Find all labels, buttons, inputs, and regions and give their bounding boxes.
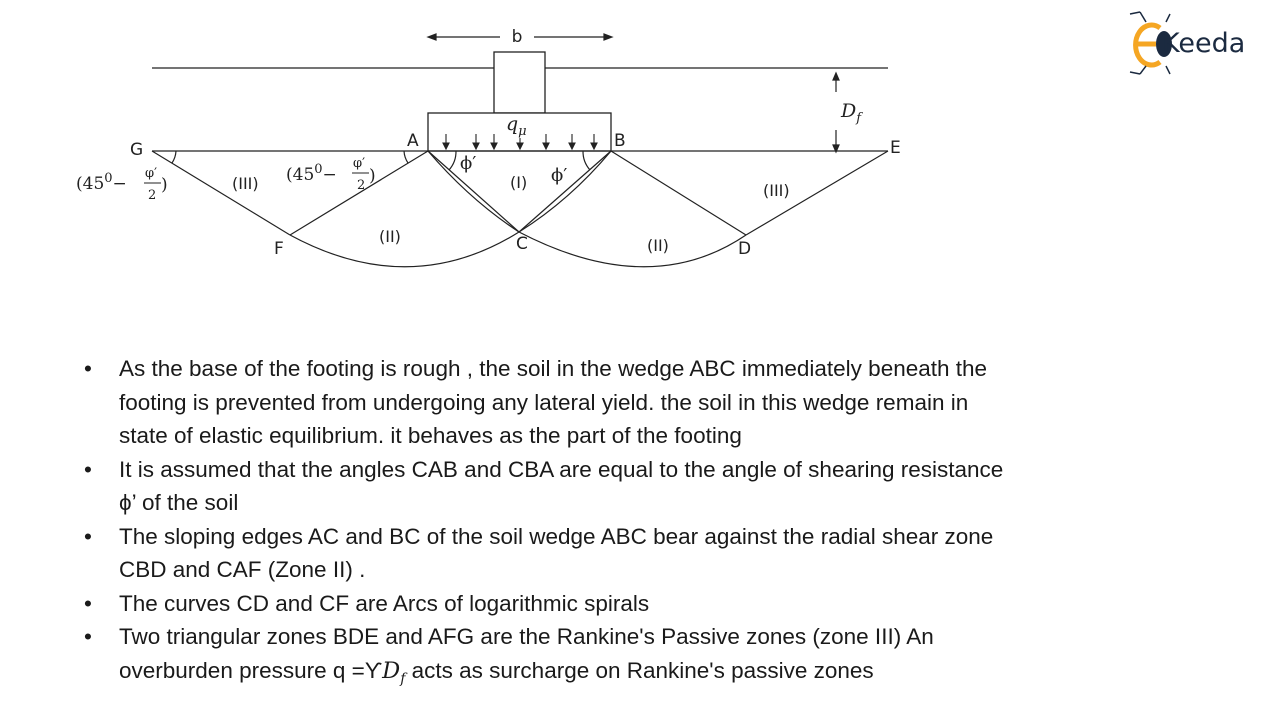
depth-label: Df — [840, 100, 863, 126]
width-label: b — [512, 27, 523, 47]
bullet-text: overburden pressure q =ϒ — [119, 657, 383, 683]
failure-lines — [151, 150, 889, 268]
angle-expression-middle: (450− φ′ 2 ) — [286, 156, 376, 193]
point-g-label: G — [130, 140, 143, 160]
logo-mark-icon — [1129, 11, 1172, 75]
point-c-label: C — [516, 234, 528, 254]
zone-ii-left-label: (II) — [379, 227, 401, 246]
bullet-dot: • — [84, 456, 92, 482]
zone-iii-right-label: (III) — [763, 181, 790, 200]
bullet-dot: • — [84, 523, 92, 549]
point-b-label: B — [614, 131, 626, 151]
svg-text:(450−: (450− — [76, 171, 127, 194]
bullet-item: • As the base of the footing is rough , … — [80, 352, 1100, 453]
svg-text:): ) — [161, 175, 168, 195]
bullet-line: CBD and CAF (Zone II) . — [119, 557, 366, 582]
bullet-line: ϕ’ of the soil — [119, 490, 239, 515]
phi-angle-left-label: ϕ′ — [460, 153, 476, 174]
svg-text:2: 2 — [357, 178, 365, 193]
bullet-item: • The sloping edges AC and BC of the soi… — [80, 520, 1100, 587]
bullet-item: • The curves CD and CF are Arcs of logar… — [80, 587, 1100, 621]
svg-text:): ) — [369, 166, 376, 186]
bullet-line: The curves CD and CF are Arcs of logarit… — [119, 590, 650, 616]
bullet-line: As the base of the footing is rough , th… — [119, 356, 988, 381]
zone-ii-right-label: (II) — [647, 236, 669, 255]
phi-angle-right-label: ϕ′ — [551, 165, 567, 186]
point-f-label: F — [274, 239, 284, 259]
bullet-item: • It is assumed that the angles CAB and … — [80, 453, 1100, 520]
bullet-line: overburden pressure q =ϒDf acts as surch… — [119, 654, 1100, 697]
load-label: qμ — [506, 113, 527, 139]
bullet-dot: • — [84, 624, 92, 649]
bullet-line: The sloping edges AC and BC of the soil … — [119, 523, 994, 549]
bullet-text: acts as surcharge on Rankine's passive z… — [405, 657, 874, 683]
footing-column — [493, 51, 546, 114]
angle-expression-left: (450− φ′ 2 ) — [76, 166, 168, 203]
point-d-label: D — [738, 239, 751, 259]
svg-text:(450−: (450− — [286, 162, 337, 185]
math-df: Df — [382, 657, 406, 687]
bullet-line: state of elastic equilibrium. it behaves… — [119, 423, 742, 448]
svg-text:φ′: φ′ — [353, 156, 365, 171]
bullet-line: Two triangular zones BDE and AFG are the… — [119, 624, 934, 649]
width-dimension-arrow — [426, 33, 614, 41]
point-e-label: E — [890, 138, 901, 158]
bullet-dot: • — [84, 356, 92, 381]
bearing-capacity-failure-diagram: b Df qμ G A B E F C — [76, 27, 901, 268]
bullet-dot: • — [84, 590, 92, 616]
zone-iii-left-label: (III) — [232, 174, 259, 193]
zone-i-label: (I) — [510, 173, 527, 192]
depth-dimension-arrow — [832, 71, 840, 154]
point-a-label: A — [407, 131, 419, 151]
bullet-line: It is assumed that the angles CAB and CB… — [119, 456, 1004, 482]
bullet-list: • As the base of the footing is rough , … — [80, 352, 1100, 696]
bullet-item: • Two triangular zones BDE and AFG are t… — [80, 620, 1100, 696]
bullet-line: footing is prevented from undergoing any… — [119, 389, 969, 415]
svg-text:φ′: φ′ — [145, 166, 157, 181]
ekeeda-logo — [1129, 11, 1172, 75]
svg-text:2: 2 — [148, 188, 156, 203]
load-arrows — [442, 134, 598, 151]
logo-wordmark: Keeda — [1162, 28, 1246, 59]
